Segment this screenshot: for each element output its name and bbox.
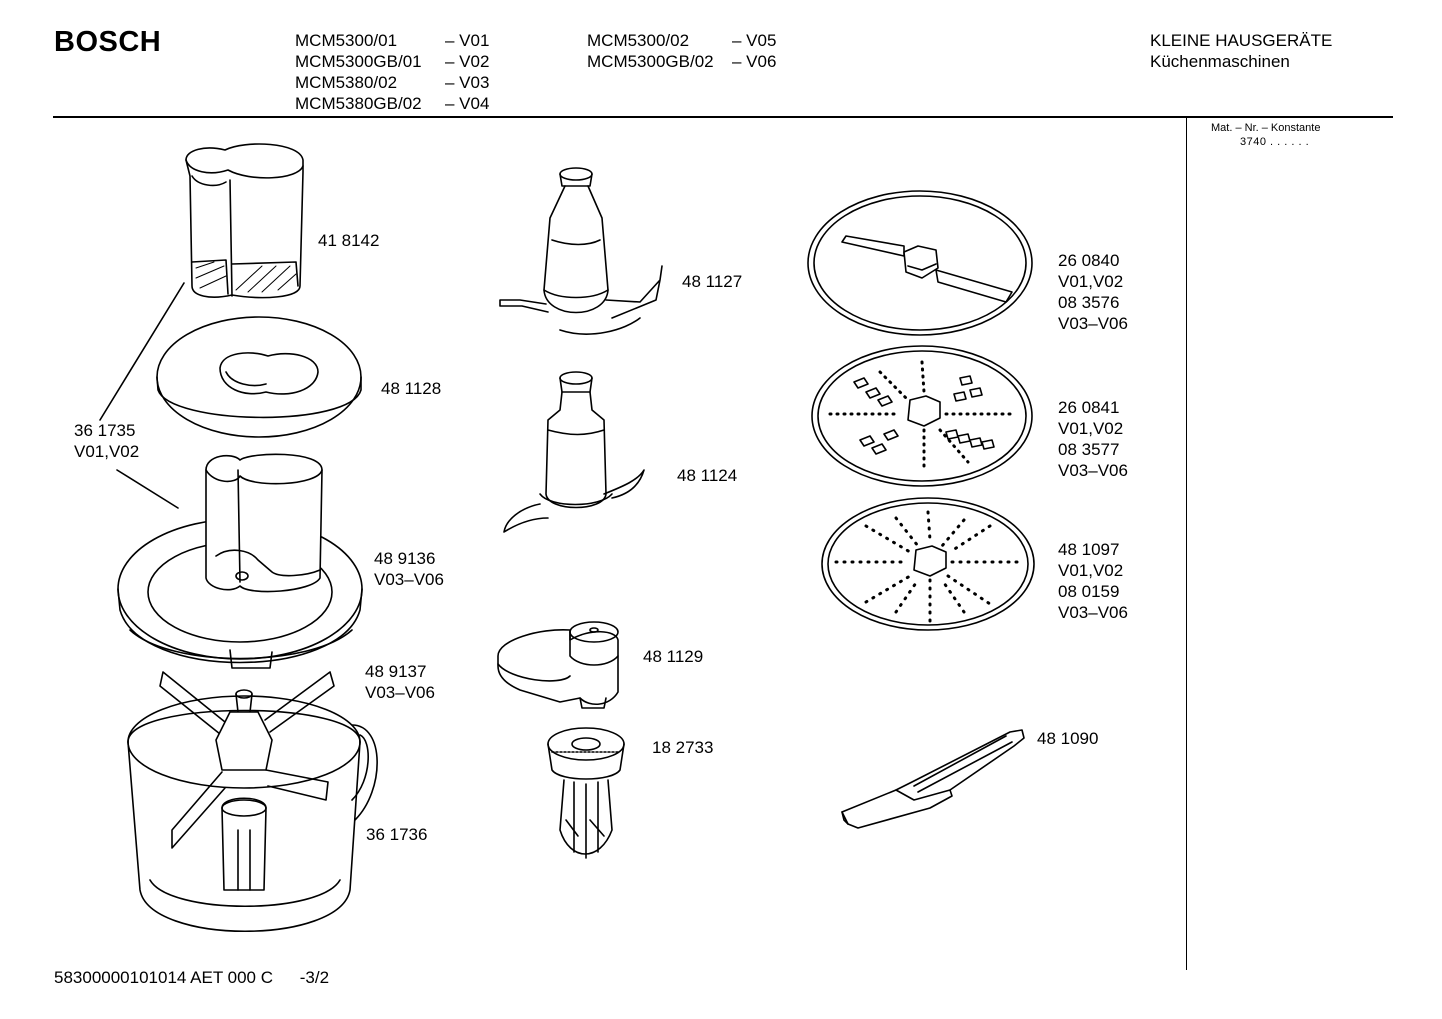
part-number: 36 1736 xyxy=(366,825,428,844)
spatula-drawing xyxy=(841,729,1025,829)
part-number: 08 0159 xyxy=(1058,582,1120,601)
part-label-48-1124: 48 1124 xyxy=(677,465,737,486)
part-number: 48 9137 xyxy=(365,662,427,681)
model-row: MCM5380GB/02 – V04 xyxy=(295,93,489,114)
kneading-tool-drawing xyxy=(499,167,663,335)
part-number: 08 3577 xyxy=(1058,440,1120,459)
leader-line xyxy=(99,282,185,421)
model-variant: – V04 xyxy=(445,94,490,113)
part-number: 48 1129 xyxy=(643,647,704,666)
part-number: 41 8142 xyxy=(318,231,380,250)
model-number: MCM5380GB/02 xyxy=(295,94,422,113)
model-variant: – V06 xyxy=(732,52,777,71)
part-label-48-1097: 48 1097 V01,V02 08 0159 V03–V06 xyxy=(1058,539,1128,623)
bowl-lid-drawing xyxy=(117,453,363,669)
part-label-48-1129: 48 1129 xyxy=(643,646,703,667)
part-number: 48 1127 xyxy=(682,272,743,291)
part-number: 26 0841 xyxy=(1058,398,1120,417)
model-number: MCM5300/02 xyxy=(587,31,690,50)
shredding-disc-drawing xyxy=(811,345,1033,487)
part-variant: V03–V06 xyxy=(374,570,444,589)
model-variant: – V05 xyxy=(732,31,777,50)
sidebar-divider xyxy=(1186,118,1187,970)
document-footer: 58300000101014 AET 000 C -3/2 xyxy=(54,968,329,988)
category-subtitle: Küchenmaschinen xyxy=(1150,52,1290,71)
part-label-48-1090: 48 1090 xyxy=(1037,728,1098,749)
part-variant: V03–V06 xyxy=(1058,461,1128,480)
mat-nr-value: 3740 . . . . . . xyxy=(1240,136,1310,148)
chopping-blade-drawing xyxy=(503,371,645,533)
part-label-48-1128: 48 1128 xyxy=(381,378,441,399)
whisk-gear-drawing xyxy=(547,727,625,859)
model-row: MCM5300/02 – V05 xyxy=(587,30,776,51)
part-number: 48 1090 xyxy=(1037,729,1099,748)
part-number: 48 9136 xyxy=(374,549,436,568)
part-label-48-9137: 48 9137 V03–V06 xyxy=(365,661,435,703)
part-label-36-1736: 36 1736 xyxy=(366,824,427,845)
mat-nr-label: Mat. – Nr. – Konstante xyxy=(1211,122,1321,134)
model-number: MCM5300GB/02 xyxy=(587,52,714,71)
lid-drawing xyxy=(156,316,362,438)
part-number: 26 0840 xyxy=(1058,251,1120,270)
model-variant: – V02 xyxy=(445,52,490,71)
part-number: 08 3576 xyxy=(1058,293,1120,312)
part-variant: V01,V02 xyxy=(1058,561,1124,580)
model-row: MCM5300GB/01 – V02 xyxy=(295,51,489,72)
part-variant: V01,V02 xyxy=(74,442,140,461)
part-variant: V03–V06 xyxy=(1058,314,1128,333)
category-title: KLEINE HAUSGERÄTE xyxy=(1150,31,1333,50)
part-label-48-1127: 48 1127 xyxy=(682,271,742,292)
part-variant: V01,V02 xyxy=(1058,419,1124,438)
part-label-36-1735: 36 1735 V01,V02 xyxy=(74,420,139,462)
part-variant: V03–V06 xyxy=(1058,603,1128,622)
model-number: MCM5380/02 xyxy=(295,73,398,92)
model-number: MCM5300GB/01 xyxy=(295,52,422,71)
part-number: 36 1735 xyxy=(74,421,136,440)
slicing-disc-drawing xyxy=(807,190,1033,336)
header-rule xyxy=(53,116,1393,118)
model-variant: – V03 xyxy=(445,73,490,92)
part-label-48-9136: 48 9136 V03–V06 xyxy=(374,548,444,590)
part-label-26-0840: 26 0840 V01,V02 08 3576 V03–V06 xyxy=(1058,250,1128,334)
drive-shaft-drawing xyxy=(497,621,619,709)
model-variant: – V01 xyxy=(445,31,490,50)
feed-pusher-drawing xyxy=(185,143,304,299)
model-number: MCM5300/01 xyxy=(295,31,398,50)
grating-disc-drawing xyxy=(821,497,1035,631)
model-row: MCM5380/02 – V03 xyxy=(295,72,489,93)
part-number: 48 1128 xyxy=(381,379,442,398)
model-list-col2: MCM5300/02 – V05 MCM5300GB/02 – V06 xyxy=(587,30,776,72)
part-variant: V01,V02 xyxy=(1058,272,1124,291)
model-row: MCM5300/01 – V01 xyxy=(295,30,489,51)
part-label-18-2733: 18 2733 xyxy=(652,737,713,758)
document-number: 58300000101014 AET 000 C xyxy=(54,968,273,987)
part-label-41-8142: 41 8142 xyxy=(318,230,379,251)
model-row: MCM5300GB/02 – V06 xyxy=(587,51,776,72)
category-block: KLEINE HAUSGERÄTE Küchenmaschinen xyxy=(1150,30,1332,72)
part-number: 18 2733 xyxy=(652,738,714,757)
bowl-drawing xyxy=(127,671,378,933)
leader-line xyxy=(116,469,179,509)
part-label-26-0841: 26 0841 V01,V02 08 3577 V03–V06 xyxy=(1058,397,1128,481)
brand-logo: BOSCH xyxy=(54,26,162,58)
part-number: 48 1124 xyxy=(677,466,738,485)
model-list-col1: MCM5300/01 – V01 MCM5300GB/01 – V02 MCM538… xyxy=(295,30,489,114)
part-number: 48 1097 xyxy=(1058,540,1120,559)
page-number: -3/2 xyxy=(299,968,330,987)
part-variant: V03–V06 xyxy=(365,683,435,702)
